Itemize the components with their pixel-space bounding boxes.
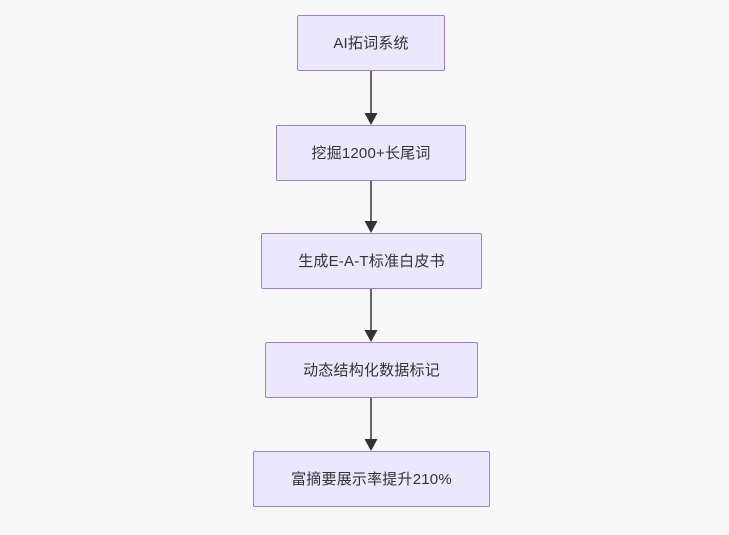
arrow-down-icon (364, 71, 378, 125)
flow-connector-arrow (359, 289, 383, 342)
flow-node-label: 富摘要展示率提升210% (291, 470, 452, 488)
flow-node-ai-keyword-system[interactable]: AI拓词系统 (297, 15, 445, 71)
flow-node-label: 生成E-A-T标准白皮书 (298, 252, 445, 270)
flow-node-eat-whitepaper[interactable]: 生成E-A-T标准白皮书 (261, 233, 482, 289)
flow-node-label: 挖掘1200+长尾词 (311, 144, 431, 162)
flow-node-rich-snippet-result[interactable]: 富摘要展示率提升210% (253, 451, 490, 507)
arrow-down-icon (364, 398, 378, 451)
arrow-down-icon (364, 181, 378, 233)
flow-node-structured-data-markup[interactable]: 动态结构化数据标记 (265, 342, 478, 398)
flow-connector-arrow (359, 181, 383, 233)
flow-node-label: 动态结构化数据标记 (303, 361, 440, 379)
flow-connector-arrow (359, 398, 383, 451)
flow-connector-arrow (359, 71, 383, 125)
arrow-down-icon (364, 289, 378, 342)
flow-node-longtail-keywords[interactable]: 挖掘1200+长尾词 (276, 125, 466, 181)
flow-node-label: AI拓词系统 (333, 34, 409, 52)
